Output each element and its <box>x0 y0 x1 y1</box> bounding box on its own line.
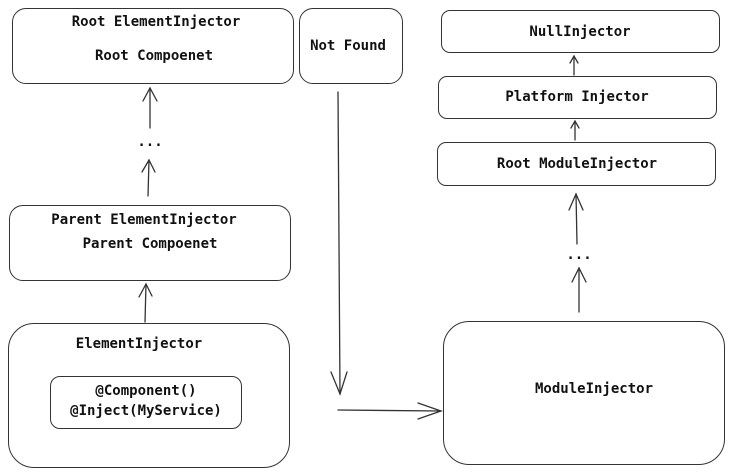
element-injector-title: ElementInjector <box>75 336 203 352</box>
parent-element-injector-title: Parent ElementInjector <box>51 212 237 228</box>
arrow-root-module-to-platform <box>570 119 580 141</box>
arrow-parent-to-ellipsis <box>141 158 156 197</box>
arrow-module-to-ellipsis <box>571 266 587 313</box>
not-found-label: Not Found <box>310 38 386 54</box>
arrow-platform-to-null <box>569 54 579 76</box>
root-component-label: Root Compoenet <box>94 48 214 64</box>
arrow-ellipsis-to-root <box>142 86 158 129</box>
arrow-to-module-injector <box>337 402 443 420</box>
null-injector-label: NullInjector <box>529 24 631 40</box>
platform-injector-box <box>438 76 717 119</box>
module-injector-label: ModuleInjector <box>534 381 654 397</box>
platform-injector-label: Platform Injector <box>505 89 649 105</box>
root-element-injector-title: Root ElementInjector <box>71 14 241 30</box>
arrow-not-found-down <box>330 91 348 396</box>
module-injector-box <box>443 321 725 465</box>
null-injector-box <box>441 10 720 53</box>
right-ellipsis: ... <box>566 247 592 263</box>
left-ellipsis: ... <box>137 134 163 150</box>
root-element-injector-box <box>12 8 294 84</box>
arrow-ellipsis-to-root-module <box>568 192 584 245</box>
not-found-box <box>299 8 403 84</box>
arrow-element-to-parent <box>138 282 153 323</box>
root-module-injector-label: Root ModuleInjector <box>496 156 658 172</box>
parent-element-injector-box <box>9 205 291 281</box>
component-decorator-label: @Component() <box>95 383 197 399</box>
component-decorator-box <box>50 376 242 429</box>
root-module-injector-box <box>437 142 716 186</box>
parent-component-label: Parent Compoenet <box>82 236 218 252</box>
inject-decorator-label: @Inject(MyService) <box>70 403 222 419</box>
